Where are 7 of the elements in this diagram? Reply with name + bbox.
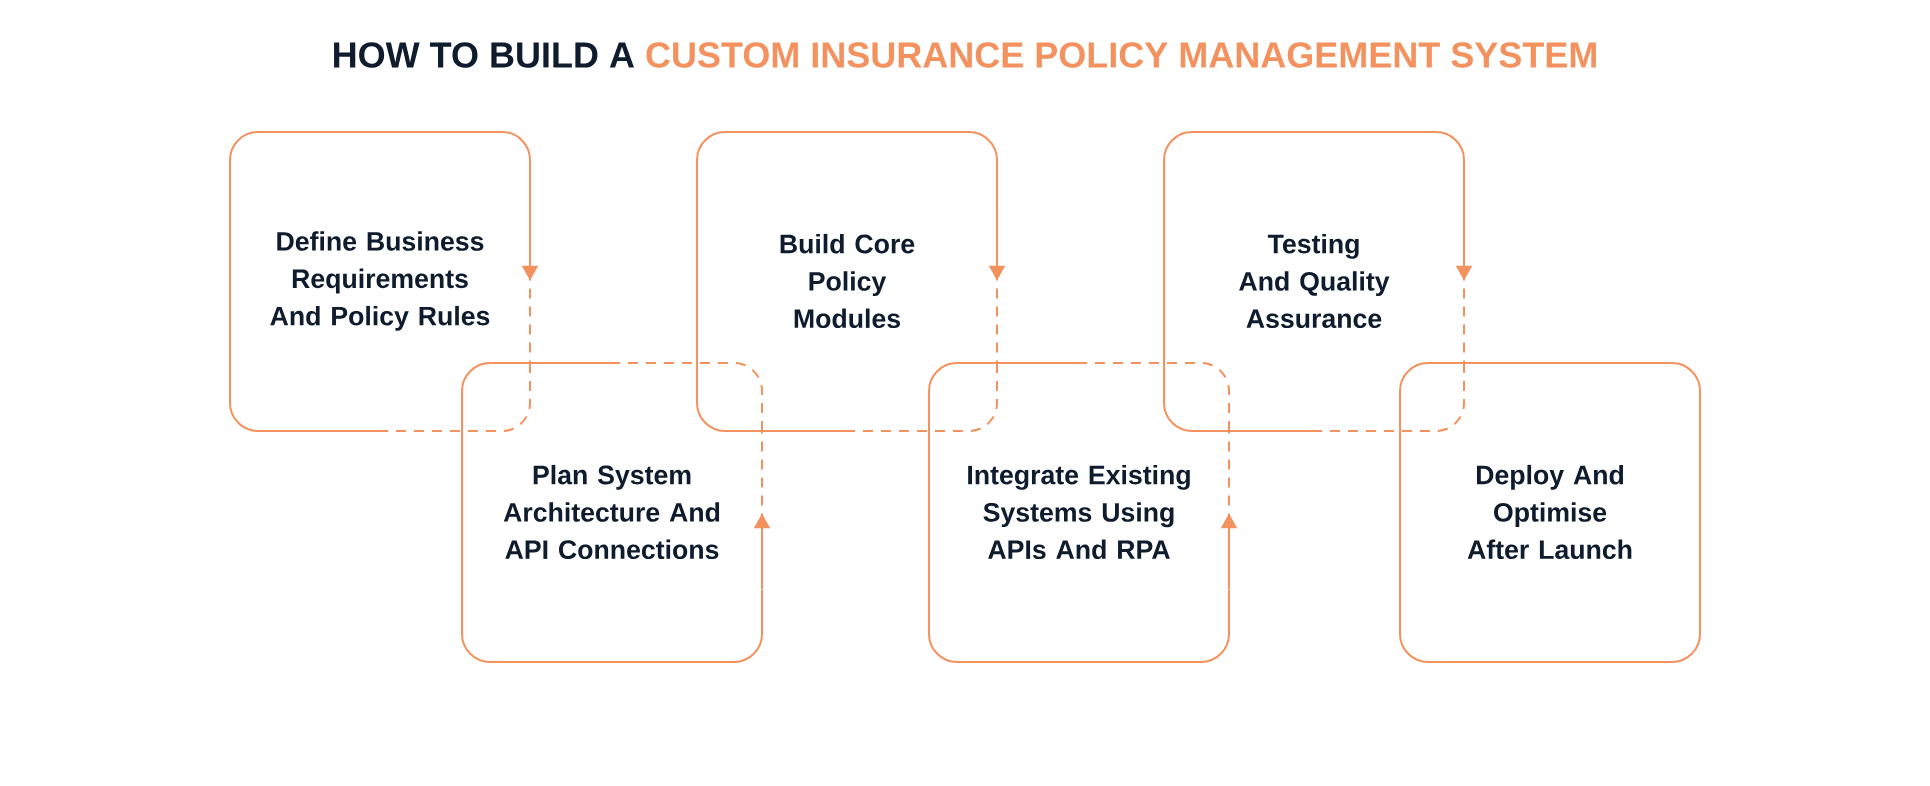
step-box: Build Core Policy Modules	[696, 131, 998, 432]
step-box: Deploy And Optimise After Launch	[1399, 362, 1701, 663]
title: HOW TO BUILD A CUSTOM INSURANCE POLICY MANAGEMENT SYSTEM	[334, 42, 1596, 68]
step-box: Integrate Existing Systems Using APIs And RPA	[928, 362, 1230, 663]
step-box: Testing And Quality Assurance	[1163, 131, 1465, 432]
step-box: Define Business Requirements And Policy Rules	[229, 131, 531, 432]
step-box: Plan System Architecture And API Connections	[461, 362, 763, 663]
